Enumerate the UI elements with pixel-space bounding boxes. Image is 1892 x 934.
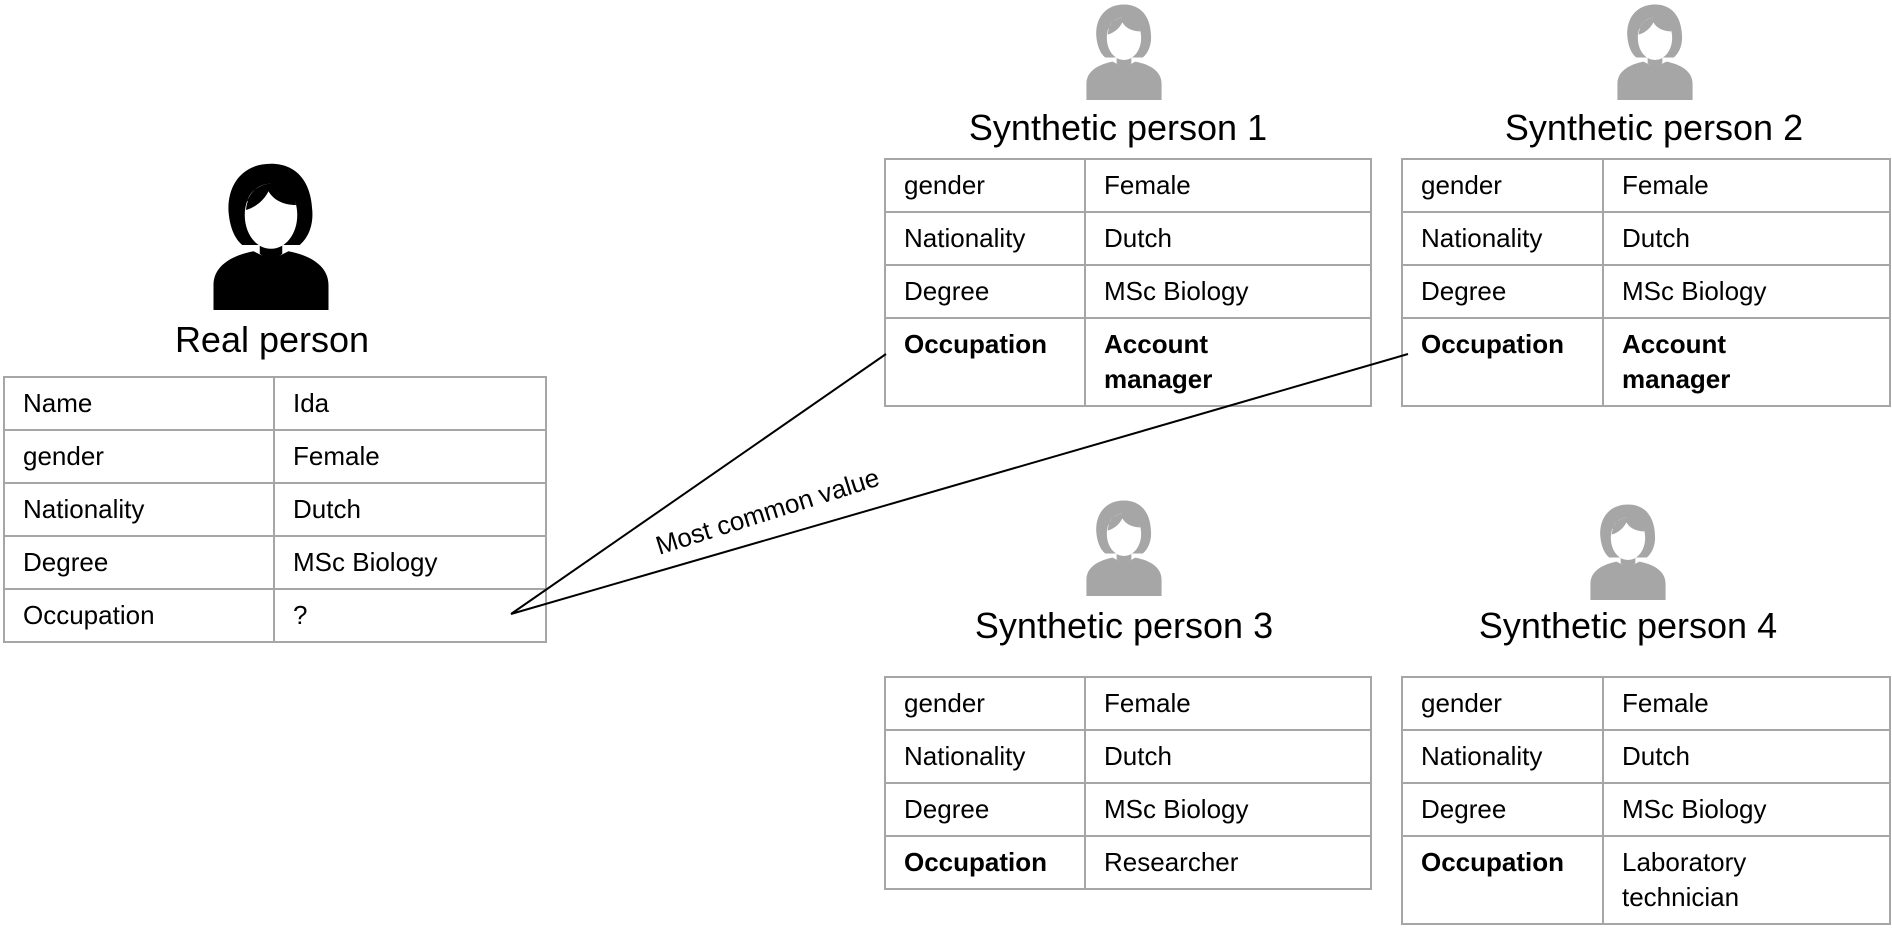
table-row: gender Female — [1401, 158, 1891, 213]
table-row: Nationality Dutch — [884, 729, 1372, 784]
table-row: Degree MSc Biology — [1401, 264, 1891, 319]
attribute-value: Female — [1084, 676, 1372, 731]
table-row: gender Female — [3, 429, 547, 484]
table-row: gender Female — [1401, 676, 1891, 731]
attribute-key: Nationality — [1401, 729, 1604, 784]
attribute-value: MSc Biology — [1602, 782, 1891, 837]
attribute-key: Nationality — [1401, 211, 1604, 266]
attribute-value: Female — [1602, 676, 1891, 731]
synthetic-person-table: gender Female Nationality Dutch Degree M… — [1401, 158, 1891, 407]
table-row: Nationality Dutch — [3, 482, 547, 537]
attribute-value: Female — [1084, 158, 1372, 213]
attribute-value: Female — [1602, 158, 1891, 213]
attribute-value: Dutch — [1602, 211, 1891, 266]
attribute-key: Occupation — [1401, 317, 1604, 407]
person-icon — [213, 163, 329, 310]
attribute-key: Occupation — [884, 317, 1086, 407]
attribute-value: Female — [273, 429, 547, 484]
person-icon — [1086, 500, 1162, 596]
attribute-value: Dutch — [1602, 729, 1891, 784]
person-icon — [1590, 504, 1666, 600]
table-row: Occupation ? — [3, 588, 547, 643]
attribute-key: Degree — [884, 264, 1086, 319]
table-row: Degree MSc Biology — [3, 535, 547, 590]
synthetic-person-table: gender Female Nationality Dutch Degree M… — [884, 158, 1372, 407]
table-row: Degree MSc Biology — [884, 782, 1372, 837]
attribute-value: Dutch — [1084, 211, 1372, 266]
attribute-key: Degree — [1401, 782, 1604, 837]
table-row: Nationality Dutch — [884, 211, 1372, 266]
table-row: Degree MSc Biology — [884, 264, 1372, 319]
synthetic-person-title: Synthetic person 2 — [1504, 107, 1804, 148]
attribute-value: MSc Biology — [1084, 264, 1372, 319]
attribute-key: gender — [884, 676, 1086, 731]
attribute-value: Researcher — [1084, 835, 1372, 890]
attribute-key: Occupation — [3, 588, 275, 643]
attribute-key: Nationality — [884, 211, 1086, 266]
attribute-value: Dutch — [273, 482, 547, 537]
attribute-value: ? — [273, 588, 547, 643]
person-icon — [1086, 4, 1162, 100]
attribute-key: gender — [3, 429, 275, 484]
connector-line-2 — [510, 353, 1409, 615]
attribute-value: MSc Biology — [273, 535, 547, 590]
attribute-key: Nationality — [884, 729, 1086, 784]
synthetic-person-title: Synthetic person 1 — [968, 107, 1268, 148]
connector-line-1 — [510, 353, 887, 615]
person-icon — [1617, 4, 1693, 100]
attribute-key: gender — [1401, 158, 1604, 213]
table-row: Degree MSc Biology — [1401, 782, 1891, 837]
table-row: gender Female — [884, 158, 1372, 213]
attribute-key: Occupation — [884, 835, 1086, 890]
table-row: Occupation Researcher — [884, 835, 1372, 890]
attribute-value: MSc Biology — [1084, 782, 1372, 837]
attribute-key: Degree — [1401, 264, 1604, 319]
table-row: gender Female — [884, 676, 1372, 731]
attribute-key: Degree — [884, 782, 1086, 837]
attribute-key: Name — [3, 376, 275, 431]
attribute-key: gender — [884, 158, 1086, 213]
attribute-value: MSc Biology — [1602, 264, 1891, 319]
attribute-key: Occupation — [1401, 835, 1604, 925]
table-row: Name Ida — [3, 376, 547, 431]
synthetic-person-table: gender Female Nationality Dutch Degree M… — [1401, 676, 1891, 925]
attribute-key: Nationality — [3, 482, 275, 537]
synthetic-person-table: gender Female Nationality Dutch Degree M… — [884, 676, 1372, 890]
attribute-key: gender — [1401, 676, 1604, 731]
synthetic-person-title: Synthetic person 4 — [1478, 605, 1778, 646]
attribute-key: Degree — [3, 535, 275, 590]
table-row: Nationality Dutch — [1401, 211, 1891, 266]
table-row: Nationality Dutch — [1401, 729, 1891, 784]
real-person-table: Name Ida gender Female Nationality Dutch… — [3, 376, 547, 643]
real-person-title: Real person — [174, 319, 370, 360]
synthetic-person-title: Synthetic person 3 — [974, 605, 1274, 646]
attribute-value: Ida — [273, 376, 547, 431]
attribute-value: Dutch — [1084, 729, 1372, 784]
